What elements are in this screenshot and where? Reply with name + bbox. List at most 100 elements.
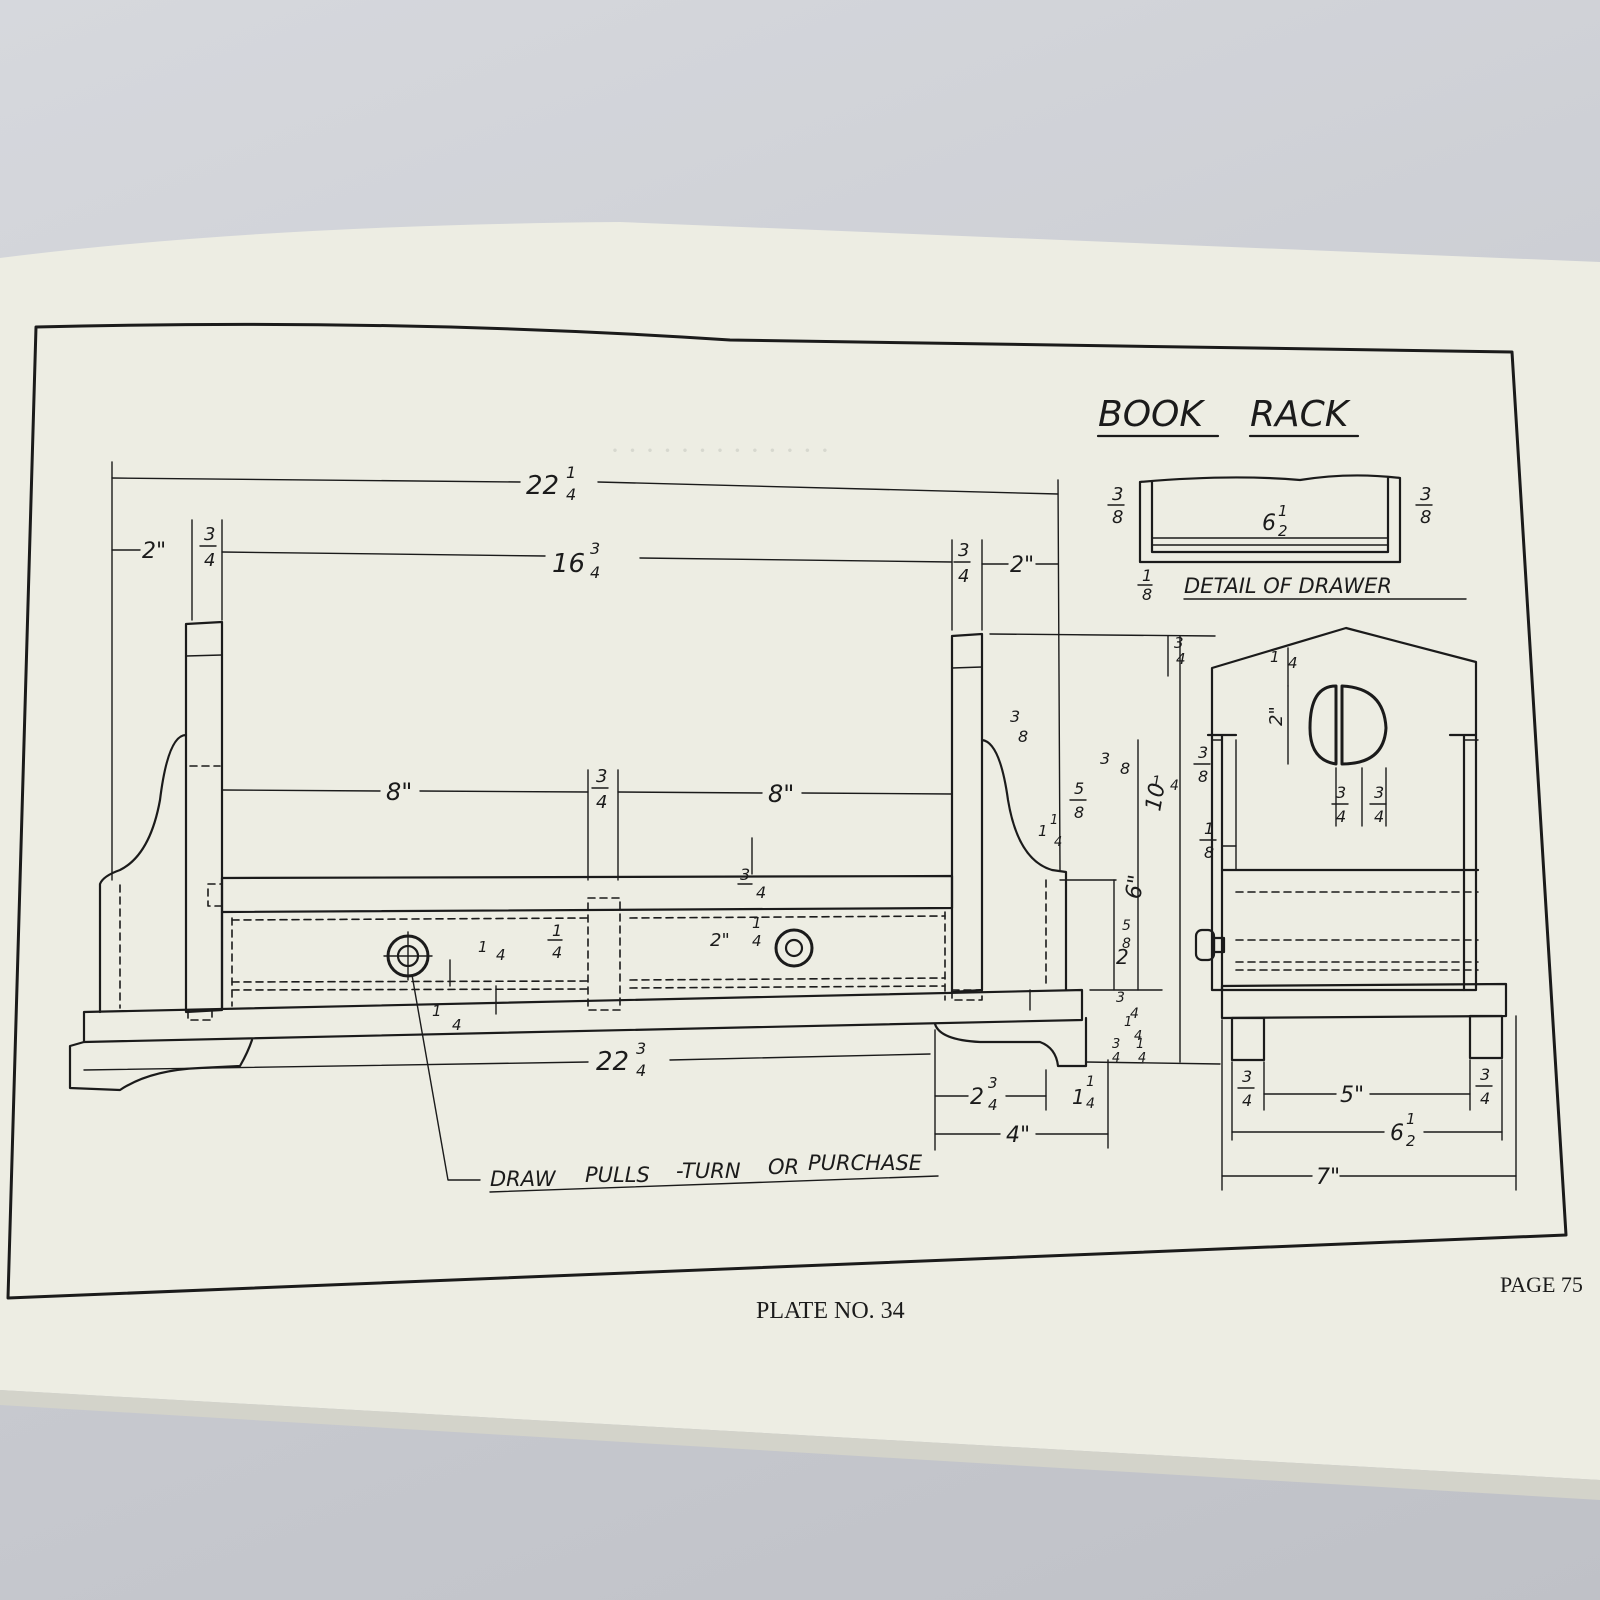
dim-grip-right-n: 3 [1374, 783, 1384, 802]
drawer-dash-top [231, 917, 589, 921]
dim-base-c-d: 4 [1112, 1051, 1120, 1066]
dim-bay-left: 8" [386, 778, 412, 806]
end-panel-inner [1206, 733, 1478, 992]
detail-of-drawer: 3 8 3 8 6 1 2 1 8 DETAIL OF DRAWER [1107, 474, 1467, 604]
base-dim [669, 1053, 931, 1061]
dim-pull-gap-c-n: 1 [752, 914, 762, 932]
dim-outside-width-n: 1 [1406, 1110, 1416, 1128]
dim-base-c-n: 3 [1112, 1037, 1120, 1052]
dim-shelf-c-whole: 1 [1038, 822, 1048, 840]
dim-line [597, 481, 1059, 495]
dim-base-length-d: 4 [636, 1061, 646, 1080]
dim-leg-left-n: 3 [1242, 1067, 1252, 1086]
page-number: PAGE 75 [1500, 1272, 1583, 1297]
dim-overhang-right: 2" [1010, 553, 1034, 578]
dim-line [639, 557, 953, 563]
dim-gable-d: 4 [1288, 654, 1298, 672]
base-dim [83, 1061, 589, 1071]
dim-groove-n: 1 [1204, 819, 1214, 838]
dim-pull-gap-a-d: 4 [552, 943, 562, 962]
right-end-cap [951, 666, 983, 669]
divider-post [587, 897, 621, 1011]
dim-drawer-depth: 2" [710, 930, 730, 951]
dim-pull-gap-c-d: 4 [752, 932, 762, 950]
title: BOOK RACK [1096, 394, 1360, 438]
right-end-brace [980, 738, 1068, 992]
dim-right-side-d: 8 [1420, 507, 1431, 528]
left-end-cap [185, 654, 223, 657]
paper-page [0, 222, 1600, 1480]
dim-left-side-d: 8 [1112, 507, 1123, 528]
dim-line [221, 551, 546, 557]
dim-side-thick-d: 8 [1198, 767, 1208, 786]
drawer-dash-mid [629, 985, 946, 989]
dim-overhang-left: 2" [142, 539, 166, 564]
base-tenon [187, 1009, 213, 1021]
dim-right-side-n: 3 [1420, 484, 1431, 505]
dim-end-left-d: 4 [204, 550, 215, 571]
dim-overall-top-whole: 22 [526, 471, 559, 501]
dim-side-thick-n: 3 [1198, 743, 1208, 762]
dim-pull-gap-d-n: 1 [432, 1002, 442, 1020]
dim-base-b-n: 1 [1124, 1015, 1132, 1030]
dim-line [617, 791, 763, 794]
drawer-pull-right-hub [784, 938, 804, 958]
dim-end-height: 6" [1121, 873, 1150, 901]
dim-line [419, 790, 589, 793]
pulls-note-word-1: DRAW [490, 1167, 557, 1191]
end-knob-stem [1212, 936, 1226, 954]
dim-end-right-n: 3 [958, 540, 969, 561]
drawer-dash-top [629, 915, 946, 919]
dim-foot-inset-n: 1 [1086, 1074, 1095, 1090]
end-panel-outline [1210, 626, 1478, 992]
dim-shelf-thick-right-n: 3 [1116, 990, 1125, 1006]
dim-overall-d: 4 [1170, 778, 1179, 794]
dim-shelf-c-d: 4 [1054, 835, 1062, 850]
pulls-note: DRAW PULLS -TURN OR PURCHASE [489, 1151, 939, 1193]
pulls-note-word-2: PULLS [585, 1163, 650, 1187]
end-leg-left [1230, 1016, 1266, 1062]
end-leg-right [1468, 1014, 1504, 1060]
dim-outside-width-whole: 6 [1390, 1121, 1404, 1146]
drawer-detail-outline [1138, 474, 1402, 564]
dim-shelf-a-n: 5 [1074, 779, 1084, 798]
pulls-note-word-3: -TURN [676, 1159, 741, 1183]
dim-pull-gap-d-d: 4 [452, 1016, 462, 1034]
dim-overall-top-n: 1 [566, 463, 576, 482]
dim-shelf-thick-right-d: 4 [1130, 1006, 1139, 1022]
right-foot [933, 1016, 1088, 1068]
drawing-border [6, 322, 1568, 1300]
dim-foot-inset-whole: 1 [1072, 1085, 1085, 1109]
dim-bottom-d: 8 [1142, 585, 1152, 604]
dim-bottom-n: 1 [1142, 566, 1152, 585]
dim-top-margin-d: 8 [1018, 727, 1028, 746]
dim-lower-whole: 2 [1116, 945, 1129, 969]
pulls-note-word-5: PURCHASE [808, 1151, 923, 1175]
dim-divider-n: 3 [596, 766, 607, 787]
dim-grip-left-d: 4 [1336, 807, 1346, 826]
dim-leg-left-d: 4 [1242, 1091, 1252, 1110]
left-end-brace [98, 733, 188, 1014]
dim-inside-width: 5" [1340, 1083, 1364, 1108]
ext-line [1085, 1061, 1221, 1065]
title-word-rack: RACK [1250, 394, 1351, 435]
dim-base-length-whole: 22 [596, 1047, 629, 1077]
dim-shelf-b-d: 8 [1120, 759, 1130, 778]
dim-overall-n: 1 [1152, 774, 1161, 790]
dim-foot-inset-d: 4 [1086, 1096, 1095, 1112]
paper-page-edge [0, 1390, 1600, 1500]
dim-grip-right-d: 4 [1374, 807, 1384, 826]
drawer-pull-right [774, 928, 814, 968]
shelf-tenon [207, 883, 223, 907]
end-panel-side [1211, 739, 1479, 871]
dim-leg-right-n: 3 [1480, 1065, 1490, 1084]
ext-line [1057, 479, 1061, 871]
end-elevation: 3 4 1 4 2" 3 8 3 4 3 4 1 8 3 4 5" [1167, 626, 1517, 1191]
dim-width-d: 2 [1278, 522, 1288, 540]
front-elevation: 22 1 4 2" 3 4 16 3 4 3 4 2" [68, 461, 1221, 1193]
end-knob [1194, 928, 1226, 962]
base-board [82, 988, 1084, 1044]
dim-lower-d: 8 [1122, 936, 1131, 952]
dim-foot-length-whole: 2 [970, 1085, 984, 1110]
